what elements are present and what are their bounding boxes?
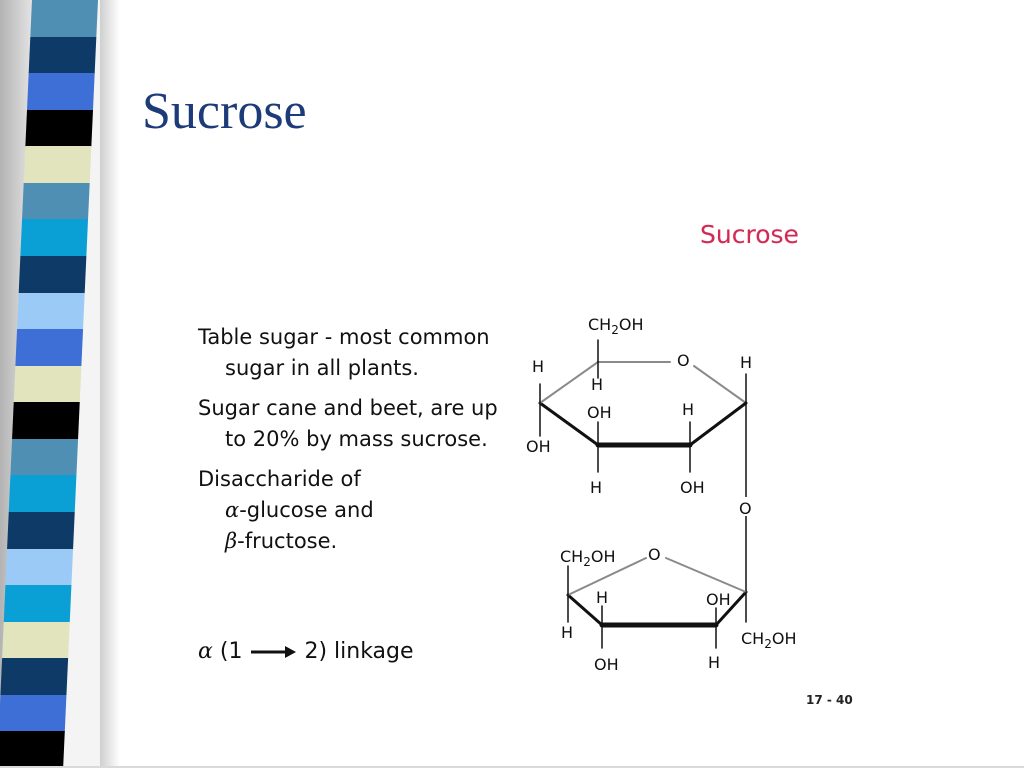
fructose-ring	[566, 557, 748, 649]
glucose-h-right-label: H	[740, 353, 752, 372]
fructose-bond-c4-c3	[566, 593, 604, 627]
stripe-block	[2, 621, 70, 659]
stripe-block	[18, 256, 87, 294]
beta-symbol: β	[225, 529, 238, 553]
bottom-divider	[0, 766, 1024, 768]
stripe-block	[13, 365, 82, 403]
stripe-block	[26, 73, 95, 111]
stripe-block	[22, 182, 90, 220]
stripe-block	[15, 329, 84, 367]
stripe-block	[0, 694, 67, 732]
fructose-bond-c1-o	[665, 557, 747, 593]
fructose-bond-o-c4	[567, 557, 647, 596]
linkage-close: 2) linkage	[304, 639, 414, 664]
glucose-ring-o-label: O	[677, 351, 690, 370]
linkage-alpha-symbol: α	[198, 639, 213, 664]
stripe-block	[17, 292, 85, 330]
fructose-bond-c2-c1	[714, 590, 748, 627]
glucose-ch2oh-label: CH2OH	[588, 315, 643, 337]
decorative-stripe-bar	[0, 0, 120, 768]
glucose-h-left-label: H	[532, 357, 544, 376]
linkage-open: (1	[219, 639, 243, 664]
fructose-ch2oh-top-label: CH2OH	[560, 547, 615, 569]
fructose-oh-right-label: OH	[706, 590, 731, 609]
sucrose-structure-diagram: CH2OH O H H H OH H OH H OH O CH2OH O H O…	[526, 315, 796, 674]
glucose-bond-c4-c5	[539, 361, 599, 404]
fructose-oh-bottom-label: OH	[594, 655, 619, 674]
stripe-block	[3, 585, 72, 623]
glucose-bond-c1-c2	[688, 401, 748, 447]
stripe-block	[10, 438, 79, 476]
fructose-ch2oh-bottom-label: CH2OH	[741, 629, 796, 651]
right-arrow-icon	[251, 646, 297, 658]
linkage-line: α (1 2) linkage	[198, 639, 414, 664]
stripe-block	[25, 109, 94, 147]
bullet-sugar-cane: Sugar cane and beet, are up to 20% by ma…	[198, 396, 498, 451]
figure-heading: Sucrose	[700, 220, 799, 249]
stripe-block	[5, 548, 74, 586]
disaccharide-text: Disaccharide of	[198, 467, 361, 491]
glucose-h-c2-label: H	[682, 400, 694, 419]
glucose-oh-c3-label: OH	[587, 403, 612, 422]
fructose-text: -fructose.	[237, 529, 338, 553]
stripe-block	[28, 36, 97, 74]
stripe-block	[0, 658, 69, 696]
page-number: 17 - 40	[806, 693, 853, 707]
stripe-block	[12, 402, 80, 440]
bullet-list: Table sugar - most common sugar in all p…	[198, 322, 498, 566]
stripe-block	[23, 146, 92, 184]
bridge-oxygen-label: O	[739, 499, 752, 518]
glucose-h-c5-label: H	[591, 375, 603, 394]
fructose-ring-o-label: O	[648, 545, 661, 564]
glucose-bond-c3-c4	[538, 401, 600, 447]
bullet-table-sugar: Table sugar - most common sugar in all p…	[198, 325, 490, 380]
fructose-h-left-label: H	[561, 623, 573, 642]
alpha-symbol: α	[225, 498, 240, 522]
glucose-h-bottom-label: H	[590, 478, 602, 497]
slide-title: Sucrose	[142, 83, 307, 140]
glucose-oh-left-label: OH	[526, 437, 551, 456]
stripe-block	[0, 731, 65, 768]
stripe-block	[8, 475, 77, 513]
stripe-block	[20, 219, 89, 257]
fructose-h-inner-label: H	[596, 588, 608, 607]
fructose-h-bottom-label: H	[708, 653, 720, 672]
glucose-text: -glucose and	[239, 498, 374, 522]
glucose-ring	[538, 339, 748, 473]
glucose-bond-o-c1	[693, 365, 747, 404]
stripe-block	[30, 0, 98, 38]
glucose-oh-bottom-label: OH	[680, 478, 705, 497]
stripe-block	[7, 512, 75, 550]
